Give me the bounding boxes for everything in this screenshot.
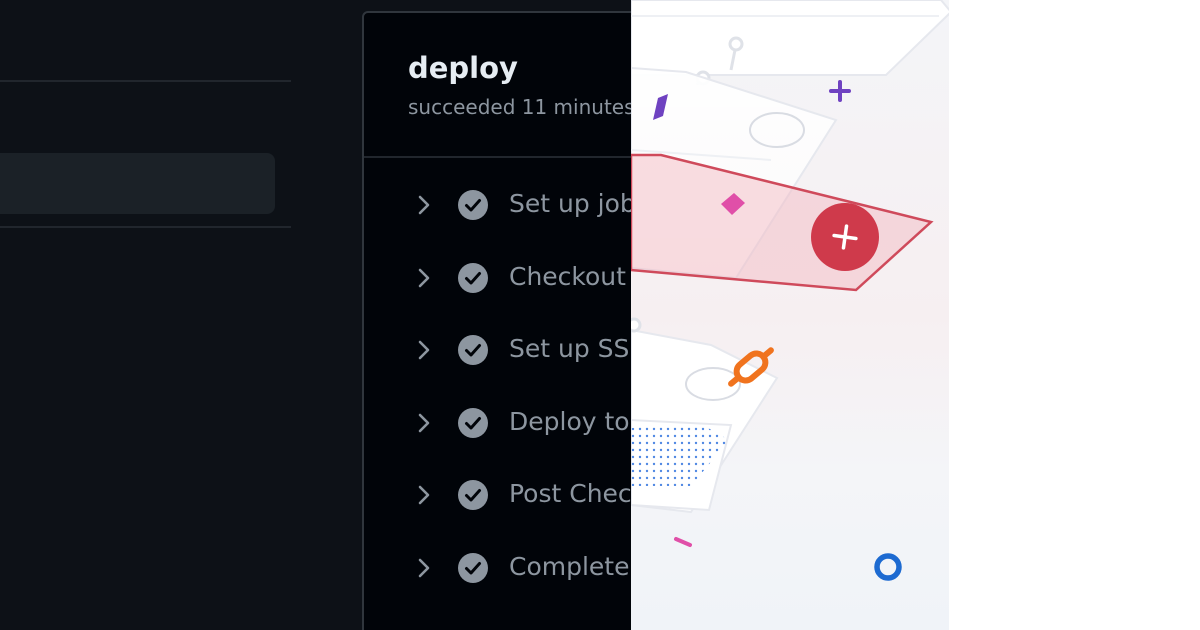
check-circle-icon [458, 480, 488, 510]
job-status: succeeded 11 minutes [408, 95, 631, 119]
step-row[interactable]: Set up job [364, 169, 631, 242]
chevron-right-icon[interactable] [414, 194, 434, 216]
chevron-right-icon[interactable] [414, 484, 434, 506]
chevron-right-icon[interactable] [414, 339, 434, 361]
check-circle-icon [458, 335, 488, 365]
step-label: Deploy to [509, 406, 630, 436]
divider [0, 226, 291, 228]
sidebar-item-selected[interactable] [0, 153, 275, 214]
chevron-right-icon[interactable] [414, 267, 434, 289]
step-row[interactable]: Deploy to [364, 387, 631, 460]
step-label: Complete j [509, 551, 631, 581]
diamond-icon [653, 94, 668, 120]
ring-icon [874, 553, 902, 581]
step-row[interactable]: Post Check [364, 459, 631, 532]
step-label: Set up job [509, 189, 631, 218]
top-card [631, 0, 949, 76]
check-circle-icon [458, 190, 488, 220]
error-card [631, 153, 934, 292]
workflow-illustration [631, 0, 949, 630]
check-circle-icon [458, 262, 488, 293]
divider [0, 80, 291, 82]
isometric-cards-illustration [631, 0, 949, 581]
step-label: Post Check [509, 479, 631, 508]
workflow-run-view: deploy succeeded 11 minutes Set up job C… [0, 0, 631, 630]
jobs-sidebar [0, 0, 362, 630]
chevron-right-icon[interactable] [414, 412, 434, 434]
job-panel: deploy succeeded 11 minutes Set up job C… [362, 11, 631, 630]
dash-icon [674, 537, 692, 547]
blank-area [949, 0, 1200, 630]
chevron-right-icon[interactable] [414, 557, 434, 579]
job-title: deploy [408, 51, 518, 85]
check-circle-icon [458, 552, 488, 583]
job-header: deploy succeeded 11 minutes [364, 13, 631, 158]
plus-icon [829, 80, 851, 102]
step-label: Set up SSH [509, 334, 631, 363]
diamond-icon [721, 193, 745, 215]
step-row[interactable]: Checkout r [364, 242, 631, 315]
step-row[interactable]: Complete j [364, 532, 631, 605]
link-icon [728, 347, 774, 387]
step-list: Set up job Checkout r Set up SSH Deploy … [364, 169, 631, 604]
lower-card [631, 317, 779, 514]
step-label: Checkout r [509, 261, 631, 291]
check-circle-icon [458, 407, 488, 438]
step-row[interactable]: Set up SSH [364, 314, 631, 387]
